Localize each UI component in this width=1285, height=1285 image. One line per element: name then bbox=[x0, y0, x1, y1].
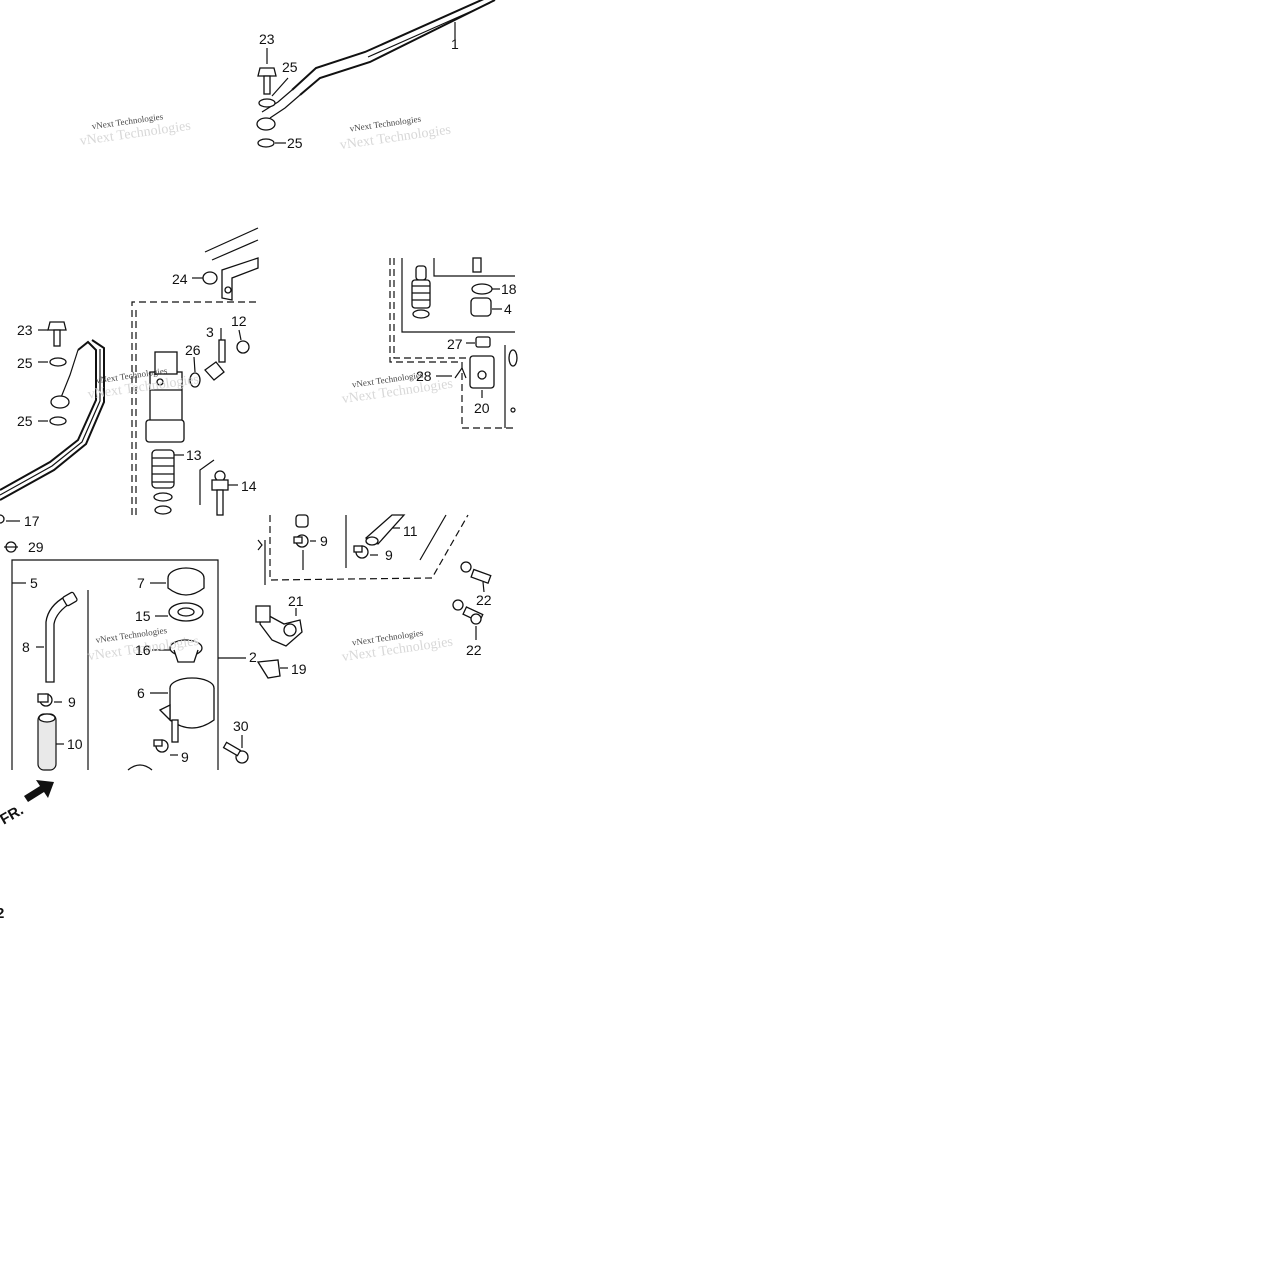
piston-assembly bbox=[411, 265, 431, 319]
callout-1: 1 bbox=[451, 36, 459, 52]
nut-27 bbox=[475, 336, 491, 348]
callout-25-bottom: 25 bbox=[287, 135, 303, 151]
callout-5: 5 bbox=[30, 575, 38, 591]
clamp-9-left bbox=[37, 693, 53, 707]
callout-9-right: 9 bbox=[385, 547, 393, 563]
clevis-20 bbox=[469, 355, 495, 389]
master-cylinder-body bbox=[145, 351, 185, 443]
callout-18: 18 bbox=[501, 281, 517, 297]
reservoir-frame bbox=[11, 559, 219, 770]
washer-25-left-b bbox=[49, 416, 67, 426]
watermark-top-left: vNext Technologies vNext Technologies bbox=[79, 111, 192, 149]
washer-25-left-a bbox=[49, 357, 67, 367]
circlip-18 bbox=[471, 283, 493, 295]
callout-20: 20 bbox=[474, 400, 490, 416]
callout-25-left-a: 25 bbox=[17, 355, 33, 371]
upper-right-frame bbox=[389, 258, 515, 429]
callout-22-b: 22 bbox=[466, 642, 482, 658]
partial-part-right bbox=[508, 349, 518, 367]
callout-13: 13 bbox=[186, 447, 202, 463]
callout-26: 26 bbox=[185, 342, 201, 358]
washer-25-top bbox=[258, 98, 276, 108]
bolt-23-left bbox=[47, 321, 67, 347]
callout-23-left: 23 bbox=[17, 322, 33, 338]
callout-21: 21 bbox=[288, 593, 304, 609]
callout-12: 12 bbox=[231, 313, 247, 329]
callout-27: 27 bbox=[447, 336, 463, 352]
callout-17: 17 bbox=[24, 513, 40, 529]
watermark-mid-right: vNext Technologies vNext Technologies bbox=[341, 370, 454, 407]
clamp-9-middle bbox=[293, 534, 309, 548]
brake-hose-top bbox=[261, 0, 496, 119]
hose-end bbox=[127, 764, 153, 771]
callout-8: 8 bbox=[22, 639, 30, 655]
callout-22-a: 22 bbox=[476, 592, 492, 608]
callout-15: 15 bbox=[135, 608, 151, 624]
callout-23-top: 23 bbox=[259, 31, 275, 47]
callout-28: 28 bbox=[416, 368, 432, 384]
washer-25-bottom bbox=[257, 138, 275, 148]
callout-16: 16 bbox=[135, 642, 151, 658]
clip-17 bbox=[0, 514, 5, 524]
clamp-9-reservoir bbox=[153, 739, 169, 753]
clamp-9-right bbox=[353, 545, 369, 559]
callout-6: 6 bbox=[137, 685, 145, 701]
corner-mark: 2 bbox=[0, 905, 4, 922]
clip-19 bbox=[256, 659, 281, 679]
callout-9-reservoir: 9 bbox=[181, 749, 189, 765]
boot-4 bbox=[470, 297, 492, 317]
bolt-23-top bbox=[257, 67, 277, 95]
callout-19: 19 bbox=[291, 661, 307, 677]
callout-3: 3 bbox=[206, 324, 214, 340]
callout-29: 29 bbox=[28, 539, 44, 555]
pushrod-14 bbox=[199, 459, 229, 516]
lower-middle-frame bbox=[264, 514, 469, 585]
front-arrow-label: FR. bbox=[0, 802, 27, 829]
banjo-fitting-left bbox=[50, 395, 70, 409]
joint-3 bbox=[204, 339, 226, 381]
hose-10 bbox=[37, 713, 57, 771]
hose-stub bbox=[295, 514, 309, 528]
reservoir-6 bbox=[158, 677, 215, 743]
washer-24 bbox=[202, 271, 218, 285]
callout-10: 10 bbox=[67, 736, 83, 752]
spring-13 bbox=[151, 449, 175, 515]
bolt-22-a bbox=[460, 561, 492, 585]
bolt-22-b bbox=[452, 599, 484, 625]
callout-24: 24 bbox=[172, 271, 188, 287]
bolt-30 bbox=[222, 741, 249, 764]
callout-4: 4 bbox=[504, 301, 512, 317]
callout-14: 14 bbox=[241, 478, 257, 494]
clip-12 bbox=[236, 340, 250, 354]
diaphragm-16 bbox=[169, 639, 203, 663]
callout-labels: 1 2 3 4 5 6 7 8 9 9 9 9 10 11 12 13 14 1… bbox=[17, 31, 517, 765]
callout-9-left: 9 bbox=[68, 694, 76, 710]
callout-25-top: 25 bbox=[282, 59, 298, 75]
front-arrow: FR. bbox=[0, 780, 54, 828]
hose-8 bbox=[45, 591, 78, 683]
hose-11 bbox=[364, 514, 406, 546]
plate-15 bbox=[168, 602, 204, 622]
callout-9-middle: 9 bbox=[320, 533, 328, 549]
cap-7 bbox=[167, 567, 205, 596]
spring-top bbox=[472, 257, 482, 273]
watermark-low-right: vNext Technologies vNext Technologies bbox=[341, 628, 454, 665]
master-cylinder-frame bbox=[131, 227, 259, 515]
bracket bbox=[221, 257, 259, 301]
bolt-29 bbox=[4, 541, 18, 553]
callout-11: 11 bbox=[403, 523, 418, 539]
callout-25-left-b: 25 bbox=[17, 413, 33, 429]
pin-28 bbox=[454, 366, 467, 379]
watermark-top-right: vNext Technologies vNext Technologies bbox=[339, 114, 452, 153]
brake-hose-left bbox=[0, 339, 105, 501]
joint-21 bbox=[255, 605, 303, 647]
oring-26 bbox=[189, 372, 201, 388]
callout-30: 30 bbox=[233, 718, 249, 734]
callout-2: 2 bbox=[249, 649, 257, 665]
banjo-fitting-top bbox=[256, 117, 276, 131]
callout-7: 7 bbox=[137, 575, 145, 591]
